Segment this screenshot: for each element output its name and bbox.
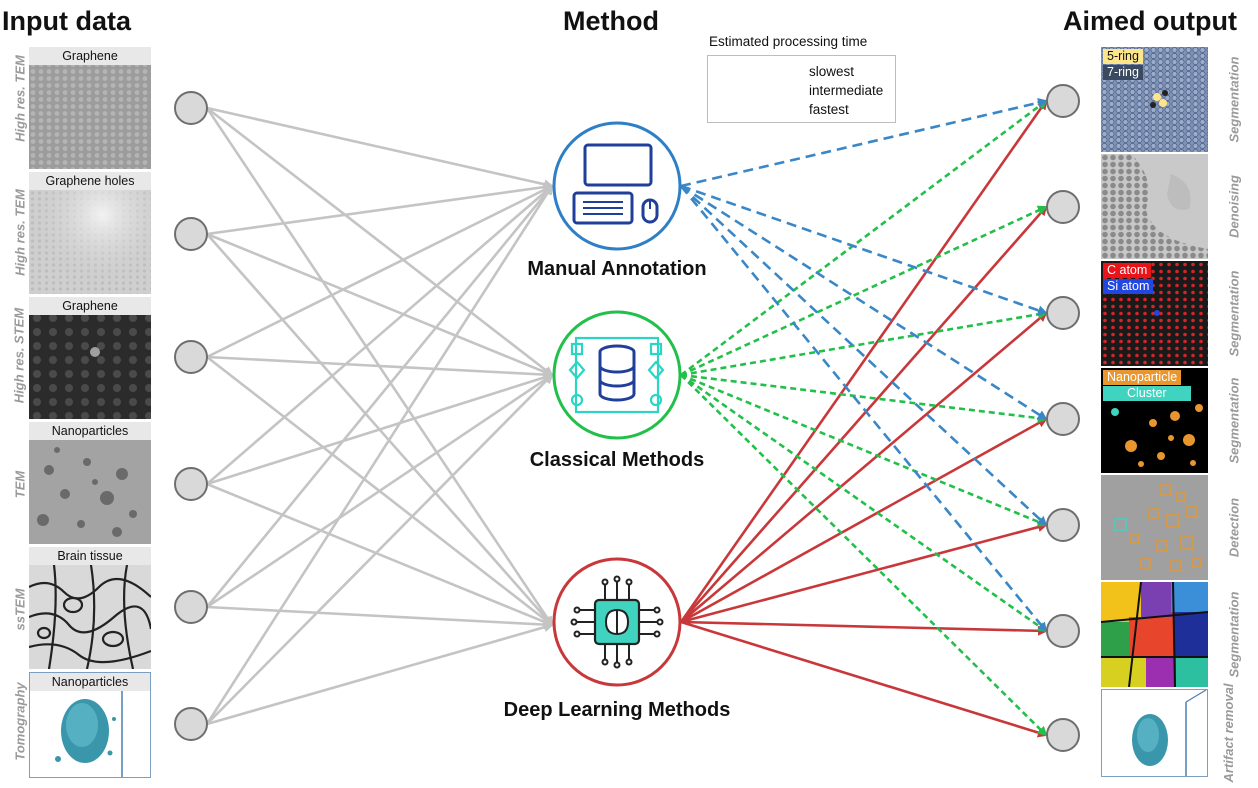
manual-edges [679, 97, 1048, 633]
database-flowchart-icon [568, 336, 665, 414]
output-node [1046, 508, 1080, 542]
output-image-atom-segmentation: C atom Si atom [1101, 261, 1208, 366]
input-node [174, 217, 208, 251]
aimed-output-title: Aimed output [1063, 6, 1237, 36]
output-task-label: Segmentation [1226, 591, 1242, 678]
input-label: Brain tissue [29, 547, 151, 565]
tag-si-atom: Si atom [1103, 279, 1154, 294]
input-nodes [174, 91, 208, 741]
brain-chip-icon [570, 575, 664, 669]
computer-keyboard-mouse-icon [572, 143, 659, 225]
input-data-title: Input data [2, 6, 131, 36]
output-node [1046, 402, 1080, 436]
output-task-label: Denoising [1226, 175, 1242, 238]
input-image-brain-tissue: Brain tissue [29, 547, 151, 669]
input-label: Nanoparticles [30, 673, 150, 691]
output-image-artifact-removal [1101, 689, 1208, 777]
legend-item-fastest: fastest [809, 102, 849, 117]
output-nodes [1046, 84, 1080, 752]
method-label-manual: Manual Annotation [527, 258, 707, 280]
output-image-denoising [1101, 154, 1208, 259]
output-task-label: Segmentation [1226, 377, 1242, 464]
output-image-nanoparticle-segmentation: Nanoparticle Cluster [1101, 368, 1208, 473]
output-image-brain-segmentation [1101, 582, 1208, 687]
input-node [174, 91, 208, 125]
output-node [1046, 84, 1080, 118]
tag-nanoparticle: Nanoparticle [1103, 370, 1182, 385]
deep-learning-methods-node [552, 557, 682, 687]
method-label-classical: Classical Methods [529, 449, 705, 471]
input-label: Nanoparticles [29, 422, 151, 440]
legend-box: slowest intermediate fastest [707, 55, 896, 123]
method-label-deep-learning: Deep Learning Methods [503, 699, 731, 721]
input-node [174, 340, 208, 374]
classical-methods-node [552, 310, 682, 440]
input-label: Graphene [29, 297, 151, 315]
input-image-graphene-tem: Graphene [29, 47, 151, 169]
input-node [174, 707, 208, 741]
output-node [1046, 190, 1080, 224]
input-image-graphene-holes: Graphene holes [29, 172, 151, 294]
output-node [1046, 296, 1080, 330]
output-task-label: Segmentation [1226, 56, 1242, 143]
output-task-label: Detection [1226, 497, 1242, 558]
tag-c-atom: C atom [1103, 263, 1152, 278]
input-image-nanoparticles-tomography: Nanoparticles [29, 672, 151, 778]
legend-title: Estimated processing time [709, 34, 868, 49]
output-node [1046, 718, 1080, 752]
deep-learning-edges [679, 99, 1048, 738]
legend-item-intermediate: intermediate [809, 83, 884, 98]
output-task-label: Segmentation [1226, 270, 1242, 357]
input-image-graphene-stem: Graphene [29, 297, 151, 419]
output-image-detection [1101, 475, 1208, 580]
legend-item-slowest: slowest [809, 64, 855, 79]
tag-7-ring: 7-ring [1103, 65, 1143, 80]
input-image-nanoparticles-tem: Nanoparticles [29, 422, 151, 544]
output-task-label: Artifact removal [1221, 683, 1236, 783]
tag-cluster: Cluster [1103, 386, 1191, 401]
classical-edges [680, 99, 1048, 737]
output-image-ring-segmentation: 5-ring 7-ring [1101, 47, 1208, 152]
method-title: Method [563, 6, 659, 36]
tag-5-ring: 5-ring [1103, 49, 1143, 64]
input-node [174, 590, 208, 624]
input-label: Graphene holes [29, 172, 151, 190]
output-node [1046, 614, 1080, 648]
input-label: Graphene [29, 47, 151, 65]
manual-annotation-node [552, 121, 682, 251]
input-node [174, 467, 208, 501]
input-to-method-edges [205, 106, 554, 726]
